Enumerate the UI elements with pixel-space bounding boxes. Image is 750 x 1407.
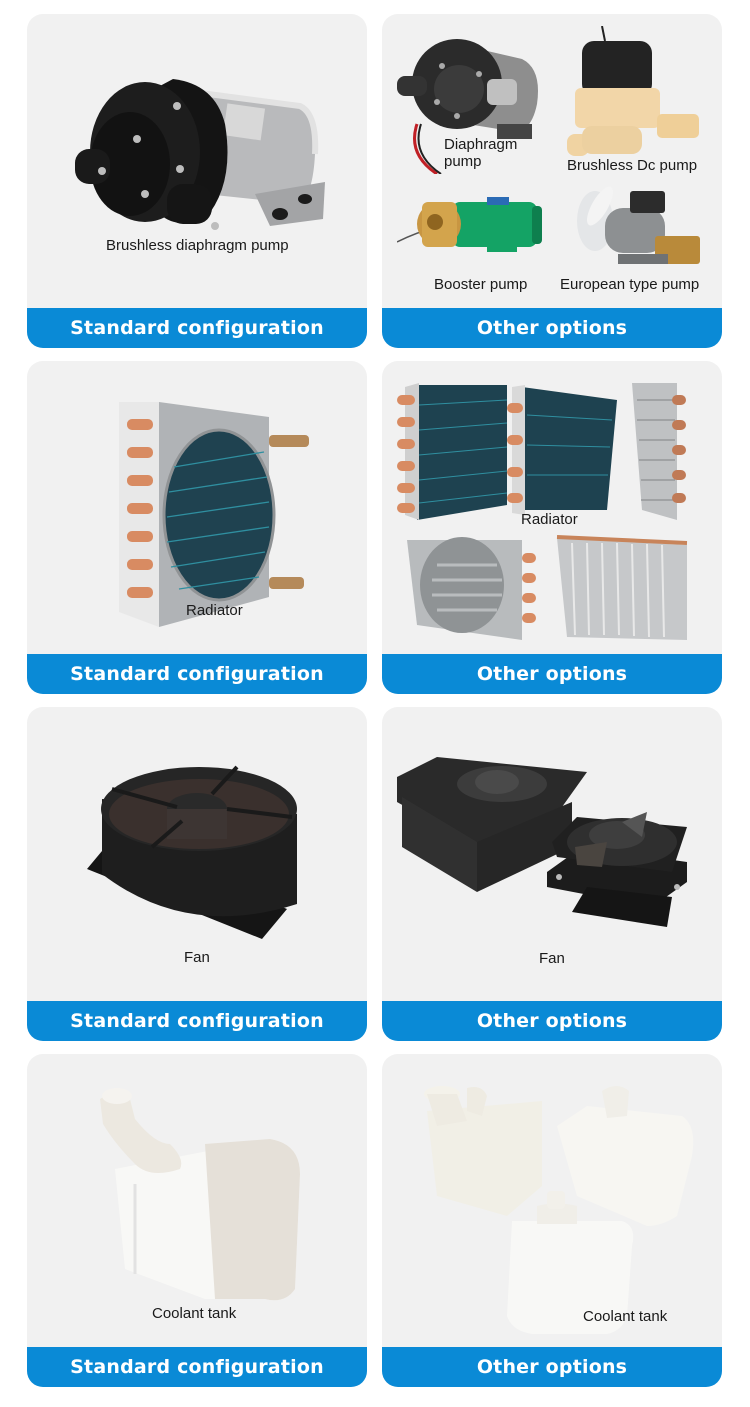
item-label: Fan <box>184 949 210 966</box>
item-label: Booster pump <box>434 276 528 293</box>
item-label: Brushless Dc pump <box>567 157 698 174</box>
coolant-tank-standard-card: Coolant tank Standard configuration <box>27 1054 367 1387</box>
item-label: Coolant tank <box>583 1308 668 1325</box>
pump-standard-card: Brushless diaphragm pump Standard config… <box>27 14 367 348</box>
radiator-image <box>119 397 319 627</box>
other-options-bar: Other options <box>382 308 722 348</box>
item-label: Radiator <box>521 511 578 528</box>
item-label: Coolant tank <box>152 1305 237 1322</box>
brushless-diaphragm-pump-image <box>75 54 325 234</box>
coolant-tank-image <box>95 1084 305 1304</box>
coolant-tank-options-image <box>407 1076 707 1336</box>
item-label: Radiator <box>186 602 243 619</box>
pump-options-card: Diaphragm pump Brushless Dc pump Booster… <box>382 14 722 348</box>
brushless-dc-pump-image <box>567 26 707 156</box>
other-options-bar: Other options <box>382 1001 722 1041</box>
fan-options-image <box>397 747 717 937</box>
fan-options-card: Fan Other options <box>382 707 722 1041</box>
coolant-tank-options-card: Coolant tank Other options <box>382 1054 722 1387</box>
standard-configuration-bar: Standard configuration <box>27 308 367 348</box>
standard-configuration-bar: Standard configuration <box>27 1347 367 1387</box>
other-options-bar: Other options <box>382 654 722 694</box>
item-label: European type pump <box>560 276 700 293</box>
standard-configuration-bar: Standard configuration <box>27 1001 367 1041</box>
radiator-options-image <box>397 375 717 650</box>
item-label-line1: Diaphragm <box>444 136 518 153</box>
fan-image <box>87 759 317 939</box>
other-options-bar: Other options <box>382 1347 722 1387</box>
booster-pump-image <box>397 192 547 262</box>
fan-standard-card: Fan Standard configuration <box>27 707 367 1041</box>
item-label: Brushless diaphragm pump <box>106 237 289 254</box>
radiator-standard-card: Radiator Standard configuration <box>27 361 367 694</box>
item-label: Diaphragm pump <box>444 136 517 170</box>
radiator-options-card: Radiator Other options <box>382 361 722 694</box>
diaphragm-pump-image <box>397 24 547 174</box>
european-type-pump-image <box>570 186 715 276</box>
standard-configuration-bar: Standard configuration <box>27 654 367 694</box>
item-label-line2: pump <box>444 153 482 170</box>
item-label: Fan <box>539 950 565 967</box>
